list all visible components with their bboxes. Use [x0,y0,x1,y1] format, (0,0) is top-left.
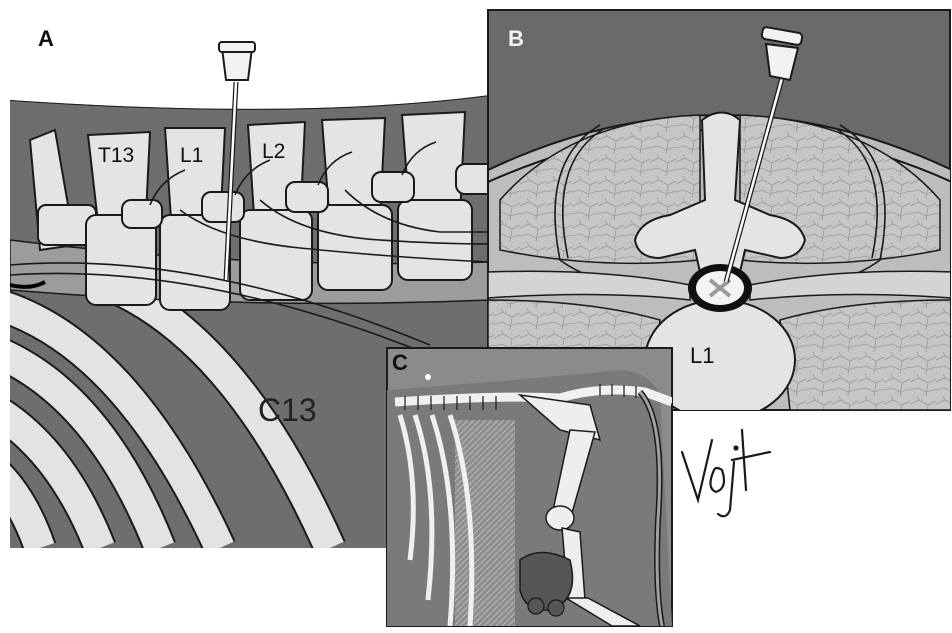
vertebra-label-l1: L1 [180,144,203,168]
panel-label-c: C [392,350,408,376]
vertebra-label-l1-cross-section: L1 [690,343,714,369]
vertebrae [30,112,472,310]
vertebra-label-l2: L2 [262,140,285,164]
panel-c-skeleton-overview [387,348,672,626]
nerve-label-c13: C13 [258,392,317,429]
needle-site-marker [425,374,431,380]
artist-signature [682,430,770,516]
panel-label-a: A [38,26,54,52]
vertebra-label-t13: T13 [98,144,134,168]
panel-label-b: B [508,26,524,52]
